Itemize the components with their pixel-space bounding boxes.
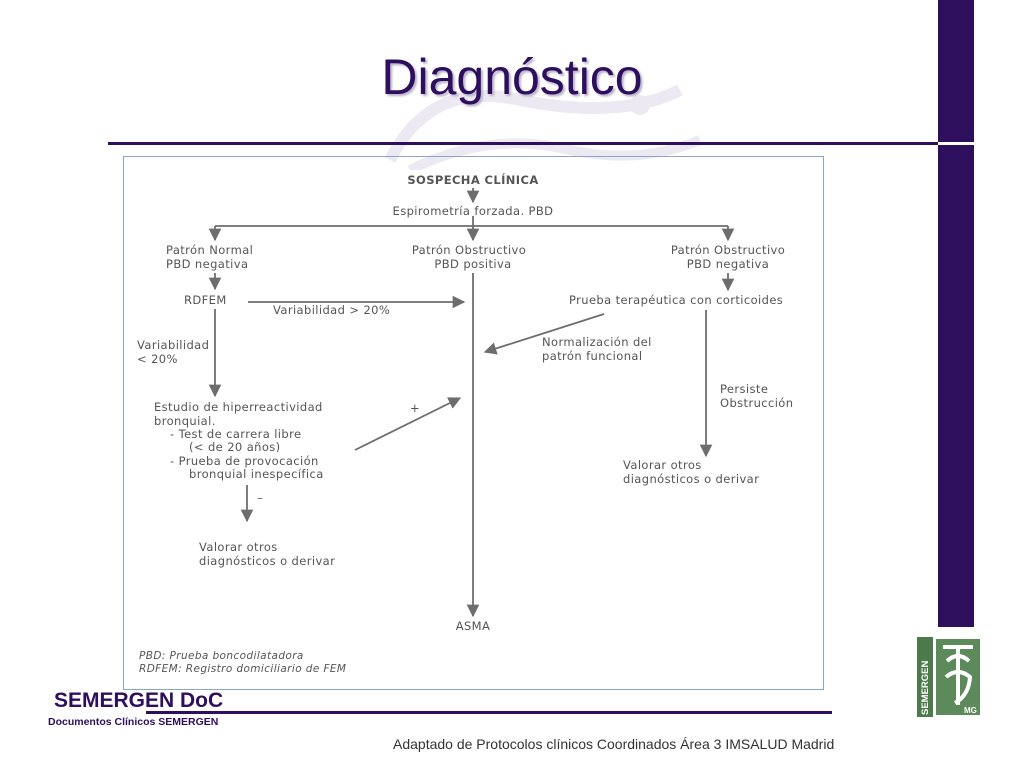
node-valorar-right-l2: diagnósticos o derivar [623,472,759,486]
label-variabilidad-low-l2: < 20% [137,352,178,366]
node-sospecha: SOSPECHA CLÍNICA [407,172,538,187]
node-left-branch-l1: Patrón Normal [166,243,253,257]
title-divider [108,142,974,145]
watermark-graphic [384,84,702,170]
label-variabilidad-low-l1: Variabilidad [137,338,209,352]
node-estudio-l3: - Test de carrera libre [170,427,301,441]
brand-subtitle: Documentos Clínicos SEMERGEN [48,716,219,728]
node-estudio-l2: bronquial. [154,414,216,428]
node-center-branch-l1: Patrón Obstructivo [412,243,526,257]
label-normalizacion-l1: Normalización del [542,335,652,349]
label-persiste-l1: Persiste [720,382,768,396]
node-valorar-left-l1: Valorar otros [199,540,278,554]
node-estudio-l5: - Prueba de provocación [170,454,319,468]
label-minus: – [257,491,263,505]
node-left-branch-l2: PBD negativa [166,257,248,271]
flowchart-frame [123,156,824,690]
node-prueba-terapeutica: Prueba terapéutica con corticoides [569,293,783,307]
label-normalizacion-l2: patrón funcional [542,349,642,363]
logo-tag: MG [964,706,977,715]
footer-divider [146,711,832,714]
footnote-pbd: PBD: Prueba boncodilatadora [139,650,304,662]
node-right-branch-l2: PBD negativa [687,257,769,271]
footnote-rdfem: RDFEM: Registro domiciliario de FEM [139,663,346,675]
node-center-branch-l2: PBD positiva [434,257,511,271]
node-asma: ASMA [456,619,491,633]
arrow-estudio-to-center [354,397,462,451]
label-persiste-l2: Obstrucción [720,396,793,410]
label-plus: + [410,401,420,415]
node-estudio-l1: Estudio de hiperreactividad [154,400,323,414]
side-accent-gap [938,142,974,145]
node-valorar-left-l2: diagnósticos o derivar [199,554,335,568]
label-variabilidad-high: Variabilidad > 20% [273,303,390,317]
node-rdfem: RDFEM [184,293,227,307]
arrow-prueba-to-center [483,313,605,355]
node-right-branch-l1: Patrón Obstructivo [671,243,785,257]
logo-vertical-text: SEMERGEN [920,660,931,715]
node-estudio-l6: bronquial inespecífica [189,467,324,481]
node-estudio-l4: (< de 20 años) [189,440,281,454]
node-valorar-right-l1: Valorar otros [623,458,702,472]
source-caption: Adaptado de Protocolos clínicos Coordina… [393,736,835,752]
page-title: Diagnóstico [381,49,643,105]
semergen-logo-icon: SEMERGEN MG [917,637,982,717]
brand-logo-text: SEMERGEN DoC [54,689,224,712]
side-accent-bar [938,0,974,627]
node-espirometria: Espirometría forzada. PBD [393,204,554,218]
